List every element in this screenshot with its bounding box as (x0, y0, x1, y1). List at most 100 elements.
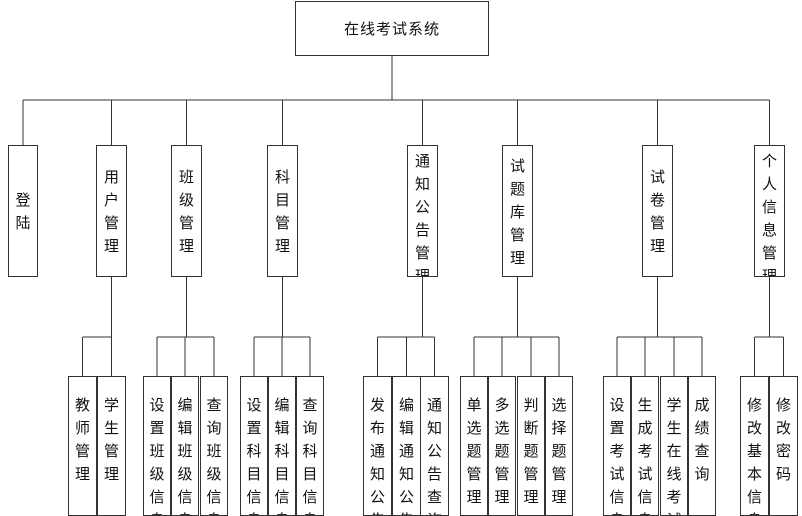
function-class-2: 查询班级信息 (200, 376, 228, 516)
label-char: 息 (246, 509, 261, 515)
label-char: 置 (246, 419, 262, 437)
module-user: 用户管理 (96, 145, 127, 277)
function-bank-1-label: 多选题管理 (489, 394, 515, 509)
label-char: 线 (666, 465, 682, 483)
function-bank-1: 多选题管理 (488, 376, 516, 516)
label-char: 理 (649, 237, 665, 255)
label-char: 生 (637, 396, 653, 414)
label-char: 息 (761, 221, 777, 239)
function-personal-0-label: 修改基本信息 (741, 394, 768, 515)
label-char: 知 (369, 465, 385, 483)
module-notice-label: 通知公告管理 (408, 150, 437, 276)
label-char: 基 (746, 442, 762, 460)
label-char: 选 (466, 419, 482, 437)
label-char: 试 (509, 156, 525, 175)
function-class-2-label: 查询班级信息 (201, 394, 227, 515)
label-char: 试 (609, 465, 625, 483)
label-char: 理 (103, 465, 119, 483)
label-char: 班 (177, 442, 193, 460)
module-login-label: 登陆 (9, 189, 37, 235)
label-char: 布 (369, 419, 385, 437)
label-char: 息 (177, 509, 192, 515)
label-char: 理 (551, 488, 567, 506)
label-char: 级 (177, 465, 193, 483)
label-char: 理 (103, 237, 119, 255)
label-char: 询 (427, 509, 442, 515)
label-char: 科 (246, 442, 262, 460)
function-bank-2: 判断题管理 (517, 376, 545, 516)
label-char: 信 (177, 488, 193, 506)
label-char: 通 (426, 396, 442, 414)
label-char: 理 (178, 237, 194, 255)
label-char: 查 (206, 396, 222, 414)
label-char: 公 (398, 488, 414, 506)
label-char: 科 (302, 442, 318, 460)
label-char: 级 (149, 465, 165, 483)
label-char: 置 (149, 419, 165, 437)
label-char: 信 (637, 488, 653, 506)
label-char: 题 (466, 442, 482, 460)
label-char: 理 (509, 248, 525, 267)
label-char: 用 (103, 168, 119, 186)
label-char: 告 (399, 509, 414, 515)
label-char: 修 (746, 396, 762, 414)
function-user-0: 教师管理 (68, 376, 97, 516)
function-bank-0-label: 单选题管理 (461, 394, 487, 509)
label-char: 信 (206, 488, 222, 506)
label-char: 目 (246, 465, 262, 483)
function-bank-3-label: 选择题管理 (546, 394, 572, 509)
label-char: 知 (426, 419, 442, 437)
label-char: 信 (246, 488, 262, 506)
label-char: 告 (426, 465, 442, 483)
label-char: 密 (775, 442, 791, 460)
function-subject-2: 查询科目信息 (296, 376, 324, 516)
label-char: 个 (761, 152, 777, 170)
label-char: 断 (523, 419, 539, 437)
function-notice-0: 发布通知公告 (363, 376, 392, 516)
function-user-1-label: 学生管理 (98, 394, 125, 486)
label-char: 管 (761, 244, 777, 262)
label-char: 改 (775, 419, 791, 437)
label-char: 管 (74, 442, 90, 460)
function-subject-0-label: 设置科目信息 (241, 394, 267, 515)
label-char: 题 (551, 442, 567, 460)
function-subject-0: 设置科目信息 (240, 376, 268, 516)
label-char: 息 (206, 509, 221, 515)
label-char: 置 (609, 419, 625, 437)
function-paper-1: 生成考试信息 (631, 376, 659, 516)
module-bank: 试题库管理 (502, 145, 533, 277)
label-char: 查 (694, 442, 710, 460)
label-char: 发 (369, 396, 385, 414)
connector-lines (22, 56, 784, 376)
label-char: 多 (494, 396, 510, 414)
function-paper-3-label: 成绩查询 (689, 394, 715, 486)
function-notice-1: 编辑通知公告 (392, 376, 421, 516)
label-char: 目 (302, 465, 318, 483)
label-char: 科 (274, 168, 290, 186)
label-char: 理 (274, 237, 290, 255)
module-paper: 试卷管理 (642, 145, 673, 277)
label-char: 试 (666, 509, 681, 515)
function-notice-2-label: 通知公告查询 (421, 394, 448, 515)
label-char: 知 (398, 465, 414, 483)
label-char: 人 (761, 175, 777, 193)
label-char: 询 (206, 419, 222, 437)
function-paper-3: 成绩查询 (688, 376, 716, 516)
label-char: 学 (666, 396, 682, 414)
label-char: 班 (149, 442, 165, 460)
label-char: 管 (494, 465, 510, 483)
label-char: 编 (398, 396, 414, 414)
function-paper-2-label: 学生在线考试 (661, 394, 687, 515)
label-char: 管 (509, 225, 525, 244)
label-char: 择 (551, 419, 567, 437)
label-char: 设 (246, 396, 262, 414)
label-char: 单 (466, 396, 482, 414)
label-char: 通 (414, 152, 430, 170)
module-notice: 通知公告管理 (407, 145, 438, 277)
label-char: 信 (761, 198, 777, 216)
label-char: 级 (206, 465, 222, 483)
label-char: 选 (551, 396, 567, 414)
label-char: 管 (551, 465, 567, 483)
function-paper-2: 学生在线考试 (660, 376, 688, 516)
function-paper-1-label: 生成考试信息 (632, 394, 658, 515)
